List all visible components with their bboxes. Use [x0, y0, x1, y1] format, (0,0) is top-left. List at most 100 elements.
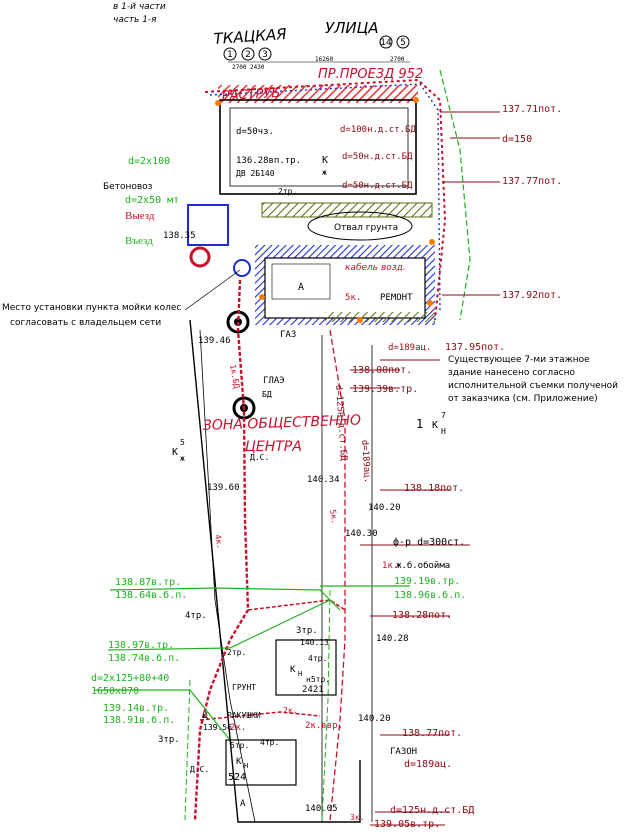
entrance-block [187, 204, 229, 246]
elev-139-60: 139.60 [207, 483, 240, 493]
label-a2: А [240, 799, 246, 809]
label-grunt: ГРУНТ [232, 683, 256, 692]
elev-138-87: 138.87в.тр. [115, 577, 181, 588]
elev-138-74: 138.74в.б.п. [108, 652, 180, 664]
note-otval: Отвал грунта [334, 223, 398, 233]
hatch-rastrub [218, 85, 418, 103]
dim-16260: 16260 [315, 56, 333, 63]
label-4trc: 4тр. [260, 738, 279, 747]
label-2421: 2421 [302, 685, 324, 695]
elev-139-39: 139.39в.тр. [352, 384, 418, 395]
label-kcn: Н [244, 762, 248, 770]
label-n5tr: н5тр. [306, 675, 330, 684]
building-top [219, 99, 417, 195]
elev-140-30: 140.30 [345, 529, 378, 539]
note-d2x50: d=2x50 мт [125, 195, 179, 206]
red-utility-right [329, 329, 346, 821]
label-4tr: 4тр. [185, 611, 207, 621]
axis-5: 5 [400, 38, 406, 48]
axis-markers: 1 2 3 14 5 [223, 35, 410, 61]
label-shch: Щ [203, 711, 208, 720]
label-5kb: 5к. [328, 509, 339, 525]
building-bottom-a [275, 639, 337, 696]
note-wash-2: согласовать с владельцем сети [10, 318, 161, 328]
elev-140-05: 140.05 [305, 804, 338, 814]
green-line-2 [107, 599, 331, 651]
site-boundary [189, 319, 361, 823]
soil-dump [307, 211, 413, 241]
note-fr300: ф-р d=300ст. [393, 536, 465, 548]
label-2kv: 2к.ввр. [305, 721, 343, 731]
label-a: А [298, 282, 304, 293]
label-gaz: ГАЗ [280, 330, 296, 340]
elev-137-92: 137.92пот. [502, 290, 562, 301]
building-bottom-b [225, 739, 297, 786]
red-utility-bottom [199, 711, 321, 721]
elev-138-64: 138.64в.б.п. [115, 589, 187, 601]
label-5tr: 5тр. [230, 741, 249, 750]
elev-140-20a: 140.20 [368, 503, 401, 513]
no-entry-sign [189, 246, 211, 268]
label-k7-n: 7 [441, 411, 446, 420]
elev-138-18: 138.18пот. [404, 483, 464, 494]
green-vertical-2 [184, 679, 191, 821]
label-ds: Д.С. [250, 453, 269, 462]
hatch-olive-bottom [325, 312, 435, 322]
note-zhb: ж.б.обойма [396, 560, 450, 571]
label-glaz: ГЛАЭ [263, 376, 285, 386]
green-vertical [321, 589, 331, 821]
label-bd: БД [262, 390, 272, 399]
note-d2x125: d=2x125+80+40 [91, 673, 169, 684]
note-betonovoz: Бетоновоз [103, 182, 153, 192]
elev-139-14: 139.14в.тр. [103, 703, 169, 714]
wash-marker [233, 259, 251, 277]
elev-138-28: 138.28пот. [392, 610, 452, 621]
elev-140-28: 140.28 [376, 634, 409, 644]
boundary-red-dashed [204, 78, 447, 321]
axis-3: 3 [262, 50, 268, 60]
label-ds2: Д.С. [190, 765, 209, 774]
building-lower [264, 257, 426, 319]
street-right: УЛИЦА [325, 19, 379, 37]
label-d50a: d=50н.д.ст.БД [342, 152, 413, 162]
label-2kb: 2к. [283, 706, 297, 715]
label-4k: 4к. [213, 534, 224, 550]
elev-139-46: 139.46 [198, 336, 231, 346]
elev-138-97: 138.97в.тр. [108, 640, 174, 651]
exist-line1: Существующее 7-ми этажное [448, 355, 590, 365]
label-d100: d=100н.д.ст.БД [340, 125, 416, 135]
label-kbn: Н [298, 670, 302, 678]
note-vyezd: Выезд [125, 210, 155, 222]
elev-139-19: 139.19в.тр. [394, 576, 460, 587]
label-k: К [322, 155, 328, 166]
label-k-sub: ж [322, 168, 327, 177]
label-k5zh-n: 5 [180, 438, 185, 447]
exist-line3: исполнительной съемки полученой [448, 381, 618, 391]
boundary-green-dashed [439, 69, 471, 321]
label-pipe-ld: 136.28вп.тр. [236, 156, 301, 166]
note-gazon: ГАЗОН [390, 747, 417, 757]
label-3k: 3к. [350, 813, 364, 822]
label-5k: 5к. [345, 293, 361, 303]
elev-138-00: 138.00пот. [352, 365, 412, 376]
marker-dots [215, 97, 435, 323]
dim-2700b: 2700 [390, 56, 405, 63]
label-kb: К [290, 665, 296, 675]
label-k7: К [432, 420, 438, 431]
street-left: ТКАЦКАЯ [213, 25, 288, 48]
inner-boundary [199, 329, 256, 823]
elev-139-56: 139.56 [203, 723, 232, 732]
red-utility-main [193, 279, 250, 821]
building-inner [229, 107, 409, 187]
note-d2x100: d=2x100 [128, 156, 170, 167]
label-k7-h: Н [441, 427, 446, 436]
note-1k: 1к. [382, 561, 398, 571]
label-cable: кабель возд. [345, 263, 406, 273]
header-line1: в 1-й части [113, 2, 166, 12]
leader-lines [350, 111, 500, 826]
dim-2700a: 2700 [232, 64, 247, 71]
elev-138-91: 138.91в.б.п. [103, 714, 175, 726]
label-remont: РЕМОНТ [380, 293, 413, 303]
dim-2430: 2430 [250, 64, 265, 71]
